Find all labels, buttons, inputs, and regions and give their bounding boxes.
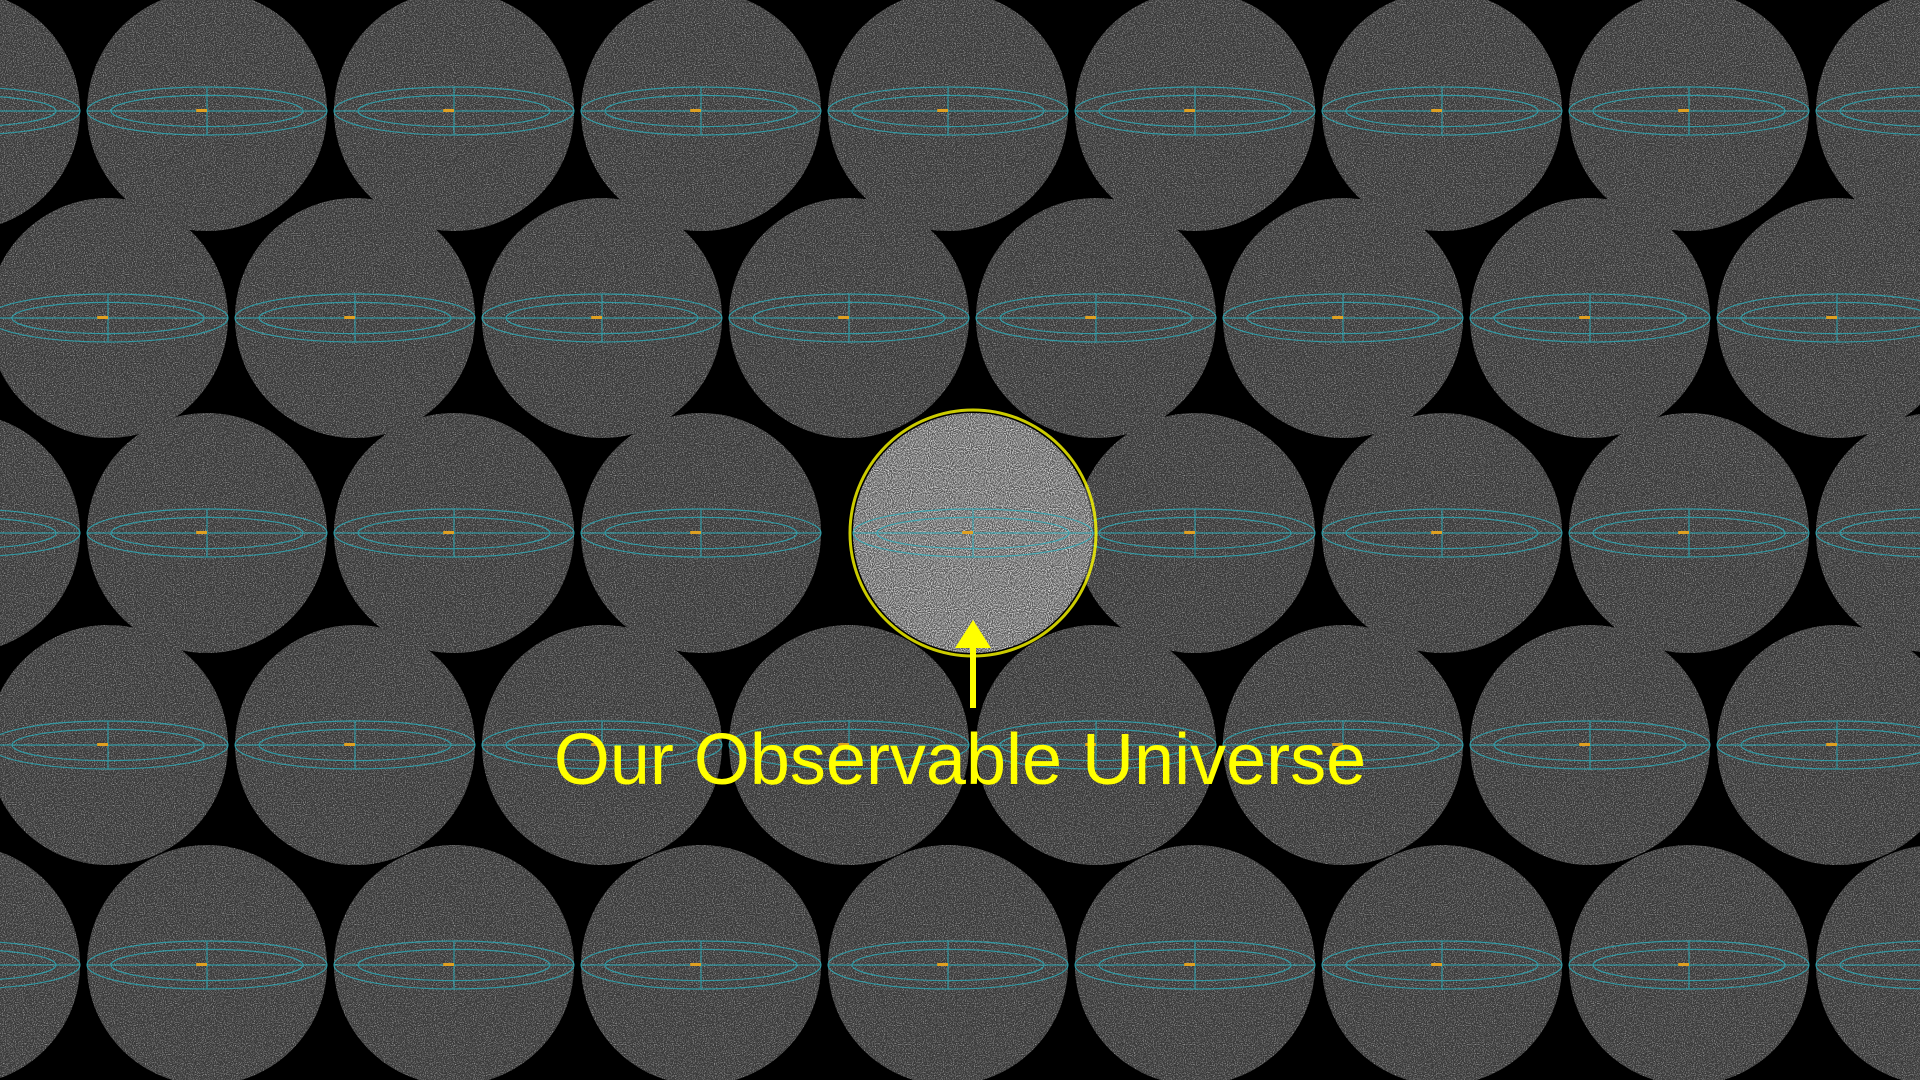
galaxy-speckle-texture [1816,0,1920,230]
neighbor-universe-sphere [86,413,328,653]
milky-way-marker [97,316,108,319]
neighbor-universe-sphere [0,625,229,865]
milky-way-marker [1431,963,1442,966]
milky-way-marker [937,109,948,112]
galaxy-speckle-texture [0,0,80,225]
neighbor-universe-sphere [333,845,575,1080]
milky-way-marker [838,316,849,319]
neighbor-universe-sphere [86,845,328,1080]
milky-way-marker [1678,531,1689,534]
milky-way-marker [591,316,602,319]
neighbor-universe-sphere [0,419,81,647]
neighbor-universe-sphere [1568,845,1810,1080]
coordinate-grid [333,940,575,990]
neighbor-universe-sphere [0,0,81,225]
neighbor-universe-sphere [0,198,229,438]
neighbor-universe-sphere [1568,413,1810,653]
neighbor-universe-sphere [827,845,1069,1080]
neighbor-universe-sphere [1815,414,1920,652]
milky-way-marker [196,963,207,966]
neighbor-universe-sphere [1074,845,1316,1080]
milky-way-marker [97,743,108,746]
milky-way-marker [196,109,207,112]
coordinate-grid [0,509,81,557]
milky-way-marker [1332,743,1343,746]
milky-way-marker [196,531,207,534]
milky-way-marker [1184,531,1195,534]
milky-way-marker [1431,109,1442,112]
milky-way-marker [962,531,973,534]
milky-way-marker [1826,316,1837,319]
milky-way-marker [838,743,849,746]
coordinate-grid [0,941,81,989]
neighbor-universe-sphere [728,625,970,865]
coordinate-grid [0,293,229,343]
milky-way-marker [443,531,454,534]
milky-way-marker [1579,743,1590,746]
neighbor-universe-sphere [86,0,328,231]
milky-way-marker [1826,743,1837,746]
milky-way-marker [344,316,355,319]
neighbor-universe-sphere [1568,0,1810,231]
milky-way-marker [937,963,948,966]
neighbor-universe-sphere [1716,198,1920,438]
neighbor-universe-sphere [234,625,476,865]
galaxy-speckle-texture [1816,846,1920,1080]
milky-way-marker [1085,743,1096,746]
milky-way-marker [1184,109,1195,112]
neighbor-universe-sphere [1716,625,1920,865]
coordinate-grid [1815,86,1920,136]
neighbor-universe-sphere [1222,198,1464,438]
neighbor-universe-sphere [1321,0,1563,231]
neighbor-universe-sphere [1074,0,1316,231]
milky-way-marker [690,963,701,966]
milky-way-marker [690,109,701,112]
milky-way-marker [1431,531,1442,534]
neighbor-universe-sphere [1074,413,1316,653]
neighbor-universe-sphere [1469,625,1711,865]
milky-way-marker [344,743,355,746]
observable-universe-sphere [852,413,1094,653]
neighbor-universe-sphere [580,0,822,231]
coordinate-grid [1469,293,1711,343]
milky-way-marker [443,963,454,966]
neighbor-universe-sphere [1321,845,1563,1080]
observable-universe-caption: Our Observable Universe [553,720,1367,800]
neighbor-universe-sphere [234,198,476,438]
arrow-up-icon [955,620,991,708]
coordinate-grid [0,87,81,135]
neighbor-universe-sphere [1222,625,1464,865]
milky-way-marker [1332,316,1343,319]
milky-way-marker [1678,963,1689,966]
neighbor-universe-sphere [580,413,822,653]
galaxy-speckle-texture [0,851,80,1079]
neighbor-universe-sphere [975,198,1217,438]
neighbor-universe-sphere [481,198,723,438]
neighbor-universe-sphere [1815,0,1920,230]
milky-way-marker [1085,316,1096,319]
neighbor-universe-sphere [580,845,822,1080]
milky-way-marker [443,109,454,112]
neighbor-universe-sphere [728,198,970,438]
neighbor-universe-sphere [481,625,723,865]
neighbor-universe-sphere [1815,846,1920,1080]
milky-way-marker [591,743,602,746]
neighbor-universe-sphere [1321,413,1563,653]
milky-way-marker [1579,316,1590,319]
coordinate-grid [86,508,328,558]
neighbor-universe-sphere [0,851,81,1079]
neighbor-universe-sphere [975,625,1217,865]
coordinate-grid [852,508,1094,558]
coordinate-grid [0,720,229,770]
coordinate-grid [1815,940,1920,990]
neighbor-universe-sphere [333,0,575,231]
milky-way-marker [1678,109,1689,112]
neighbor-universe-sphere [333,413,575,653]
milky-way-marker [690,531,701,534]
neighbor-universe-sphere [1469,198,1711,438]
coordinate-grid [1815,508,1920,558]
neighbor-universe-sphere [827,0,1069,231]
milky-way-marker [1184,963,1195,966]
